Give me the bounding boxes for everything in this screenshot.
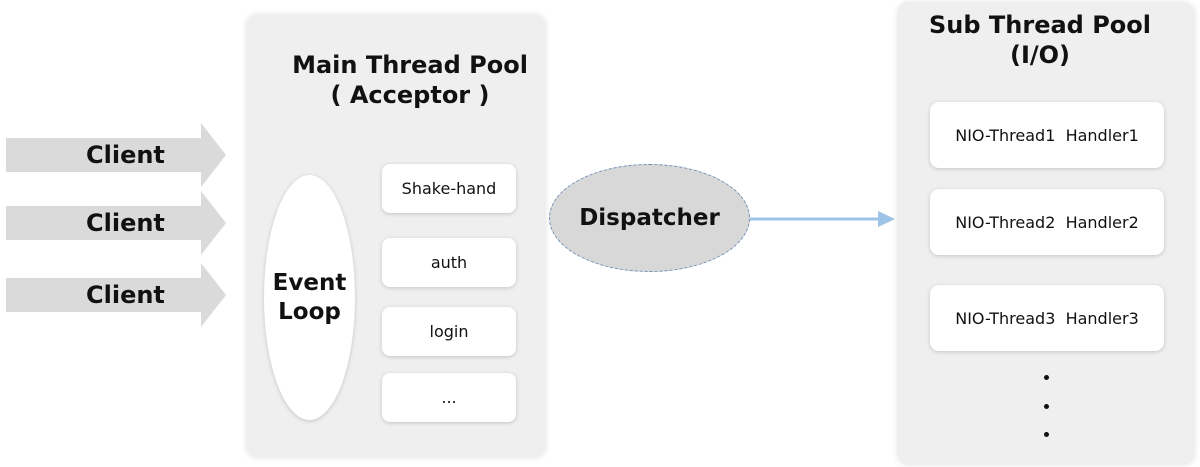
- event-loop-line2: Loop: [278, 298, 341, 325]
- client-label: Client: [86, 281, 165, 309]
- dispatcher-ellipse: Dispatcher: [549, 164, 750, 272]
- dispatcher-to-subpool-arrow: [750, 211, 895, 227]
- client-arrow-1: Client: [6, 123, 226, 187]
- continuation-dot: [1044, 432, 1049, 437]
- main-pool-title-line1: Main Thread Pool: [292, 51, 528, 79]
- handler-box-shake-hand: Shake-hand: [382, 164, 516, 213]
- handler-box-ellipsis: ...: [382, 373, 516, 422]
- nio-thread-box-3: NIO-Thread3 Handler3: [930, 285, 1164, 351]
- handler-box-login: login: [382, 307, 516, 356]
- main-pool-title-line2: ( Acceptor ): [330, 81, 490, 109]
- continuation-dot: [1044, 375, 1049, 380]
- arrow-right-shape: [6, 263, 226, 327]
- arrow-right-shape: [6, 191, 226, 255]
- arrow-right-shape: [6, 123, 226, 187]
- client-arrow-3: Client: [6, 263, 226, 327]
- sub-pool-title: Sub Thread Pool (I/O): [891, 10, 1189, 70]
- event-loop-ellipse: Event Loop: [264, 175, 355, 420]
- sub-pool-title-line1: Sub Thread Pool: [929, 11, 1151, 39]
- sub-pool-title-line2: (I/O): [1009, 41, 1071, 69]
- client-arrow-2: Client: [6, 191, 226, 255]
- continuation-dot: [1044, 404, 1049, 409]
- client-label: Client: [86, 141, 165, 169]
- dispatcher-label: Dispatcher: [579, 205, 720, 231]
- nio-thread-box-2: NIO-Thread2 Handler2: [930, 189, 1164, 255]
- handler-box-auth: auth: [382, 238, 516, 287]
- event-loop-label: Event Loop: [270, 269, 350, 327]
- main-pool-title: Main Thread Pool ( Acceptor ): [260, 50, 560, 110]
- nio-thread-box-1: NIO-Thread1 Handler1: [930, 102, 1164, 168]
- event-loop-line1: Event: [272, 269, 347, 296]
- client-label: Client: [86, 209, 165, 237]
